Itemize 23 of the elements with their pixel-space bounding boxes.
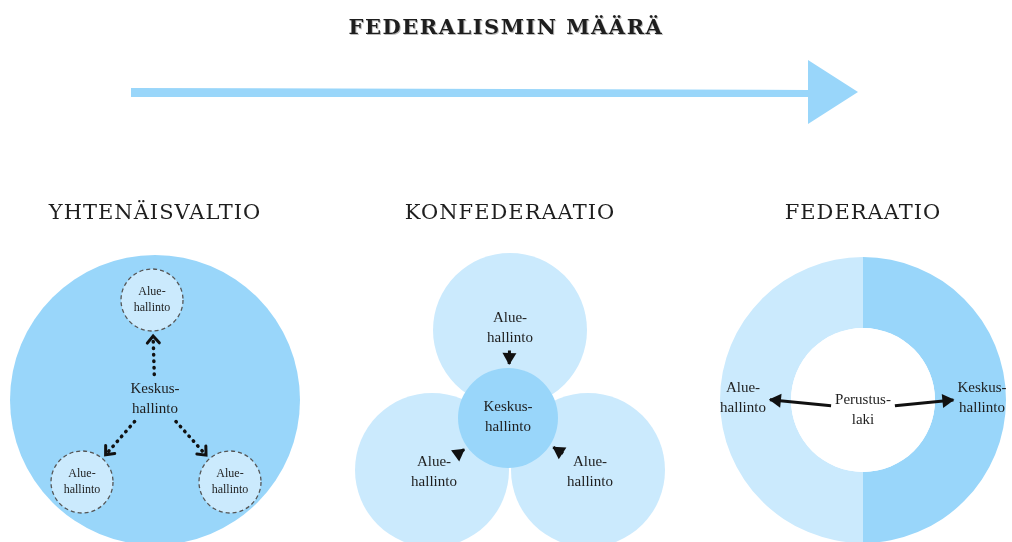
column-heading: YHTENÄISVALTIO <box>48 200 262 224</box>
arrow <box>894 394 955 408</box>
node-label: Alue- hallinto <box>62 466 102 498</box>
title: FEDERALISMIN MÄÄRÄ <box>347 14 665 39</box>
node-label: Alue- hallinto <box>566 451 614 490</box>
node-label: Alue- hallinto <box>486 307 534 346</box>
node-label: Alue- hallinto <box>719 377 767 416</box>
arrow <box>174 419 208 457</box>
column-heading: FEDERAATIO <box>784 200 942 224</box>
column-heading: KONFEDERAATIO <box>404 200 616 224</box>
node-label: Keskus- hallinto <box>129 378 181 417</box>
node-label: Keskus- hallinto <box>956 377 1008 416</box>
node-label: Alue- hallinto <box>132 284 172 316</box>
node-label: Alue- hallinto <box>210 466 250 498</box>
node-label: Keskus- hallinto <box>482 396 534 435</box>
arrow <box>145 334 161 377</box>
arrow <box>502 350 517 365</box>
arrow <box>103 419 137 457</box>
arrow <box>768 393 832 408</box>
node-label: Alue- hallinto <box>410 451 458 490</box>
node-label: Perustus- laki <box>834 389 892 428</box>
arrow <box>552 446 567 460</box>
arrow <box>451 448 465 462</box>
